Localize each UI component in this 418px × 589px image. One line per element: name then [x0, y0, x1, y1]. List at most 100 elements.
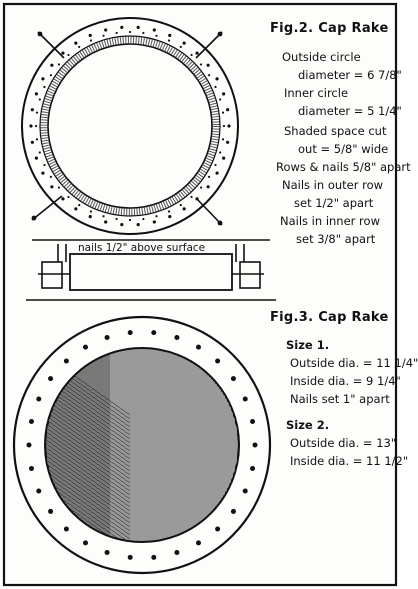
nail-dot: [206, 63, 210, 67]
nail-dot: [190, 195, 193, 199]
nail-dot: [50, 63, 54, 67]
nail-dot: [215, 77, 219, 81]
nail-dot: [102, 215, 105, 218]
nail-dot: [38, 98, 41, 101]
nail-dot: [63, 526, 69, 532]
nail-dot: [104, 335, 110, 341]
nail-dot: [227, 124, 231, 128]
nail-dot: [83, 344, 88, 350]
hatch-line: [45, 478, 131, 540]
hatch-line: [45, 402, 131, 464]
hatch-line: [45, 438, 131, 500]
diagram-drawing: [2, 2, 398, 587]
nail-dot: [142, 217, 145, 221]
nail-dot: [151, 330, 157, 336]
nail-dot: [195, 51, 199, 55]
hatch-line: [45, 470, 131, 532]
nail-dot: [219, 98, 222, 101]
nail-dot: [152, 28, 156, 32]
nail-dot: [120, 25, 124, 29]
nail-dot: [252, 442, 258, 448]
nail-dot: [115, 31, 118, 35]
fig2-side-view: [26, 239, 276, 301]
fig2-pin-heads: [31, 31, 223, 226]
fig2-note-8: Nails in outer row: [282, 178, 384, 192]
nail-dot: [67, 195, 70, 199]
nail-dot: [215, 526, 221, 532]
nail-dot: [50, 185, 54, 189]
nail-dot: [48, 508, 54, 514]
nail-dot: [41, 171, 45, 175]
nail-dot: [49, 74, 53, 77]
nail-dot: [35, 111, 39, 114]
fig2-note-4: diameter = 5 1/4": [298, 104, 402, 118]
nail-dot: [35, 138, 39, 141]
nail-dot: [43, 85, 46, 89]
nail-dot: [136, 25, 140, 29]
fig2-note-3: Inner circle: [284, 86, 349, 100]
nail-dot: [61, 51, 65, 55]
nail-dot: [30, 108, 34, 112]
nail-dot: [152, 220, 156, 224]
nail-dot: [215, 358, 221, 364]
hatch-line: [45, 386, 131, 448]
hatch-line: [45, 410, 131, 472]
nail-dot: [89, 39, 93, 42]
fig3-size1-line-3: Nails set 1" apart: [290, 392, 390, 406]
fig2-title: Fig.2. Cap Rake: [270, 21, 389, 36]
nail-dot: [196, 540, 201, 546]
fig2-note-5: Shaded space cut: [284, 124, 387, 138]
nail-dot: [88, 215, 92, 219]
nail-dot: [41, 77, 45, 81]
hatch-line: [45, 398, 131, 460]
fig2-inner-nail-row: [34, 30, 226, 222]
nail-dot: [221, 111, 225, 114]
nail-dot: [207, 74, 211, 77]
nail-dot: [120, 223, 124, 227]
nail-dot: [250, 465, 256, 471]
nail-dot: [34, 156, 38, 160]
nail-dot: [221, 138, 225, 141]
nail-dot: [230, 376, 236, 382]
nail-dot: [151, 554, 157, 560]
fig2-pins: [31, 31, 223, 226]
hatch-line: [45, 466, 131, 528]
nail-dot: [142, 31, 145, 35]
fig3-size2-heading: Size 2.: [286, 418, 330, 432]
hatch-line: [45, 462, 131, 524]
nail-dot: [226, 108, 230, 112]
nail-dot: [168, 215, 172, 219]
nail-dot: [167, 210, 171, 213]
nail-dot: [167, 39, 171, 42]
nail-dot: [230, 508, 236, 514]
nail-dot: [78, 203, 81, 207]
nail-dot: [136, 223, 140, 227]
fig3-outer-circle: [12, 315, 272, 575]
nail-dot: [74, 207, 78, 211]
fig3-nail-row: [26, 330, 258, 560]
hatch-line: [45, 390, 131, 452]
nail-dot: [104, 549, 110, 555]
nail-dot: [155, 215, 158, 218]
nail-dot: [222, 124, 226, 128]
nail-dot: [74, 41, 78, 45]
hatch-line: [45, 482, 131, 542]
nail-dot: [115, 217, 118, 221]
nail-dot: [182, 207, 186, 211]
nail-dot: [67, 53, 70, 57]
nail-dot: [128, 30, 132, 34]
nail-dot: [78, 45, 81, 49]
nail-dot: [206, 185, 210, 189]
hatch-line: [45, 418, 131, 480]
nail-dot: [179, 203, 182, 207]
fig2-note-7: Rows & nails 5/8" apart: [276, 160, 411, 174]
nail-dot: [168, 33, 172, 37]
fig2-shaded-band: [40, 36, 220, 216]
fig3-size2-line-1: Outside dia. = 13": [290, 436, 397, 450]
nail-dot: [89, 210, 93, 213]
fig3-ring: [12, 315, 272, 575]
nail-dot: [250, 419, 256, 425]
nail-dot: [190, 53, 193, 57]
nail-dot: [29, 124, 33, 128]
